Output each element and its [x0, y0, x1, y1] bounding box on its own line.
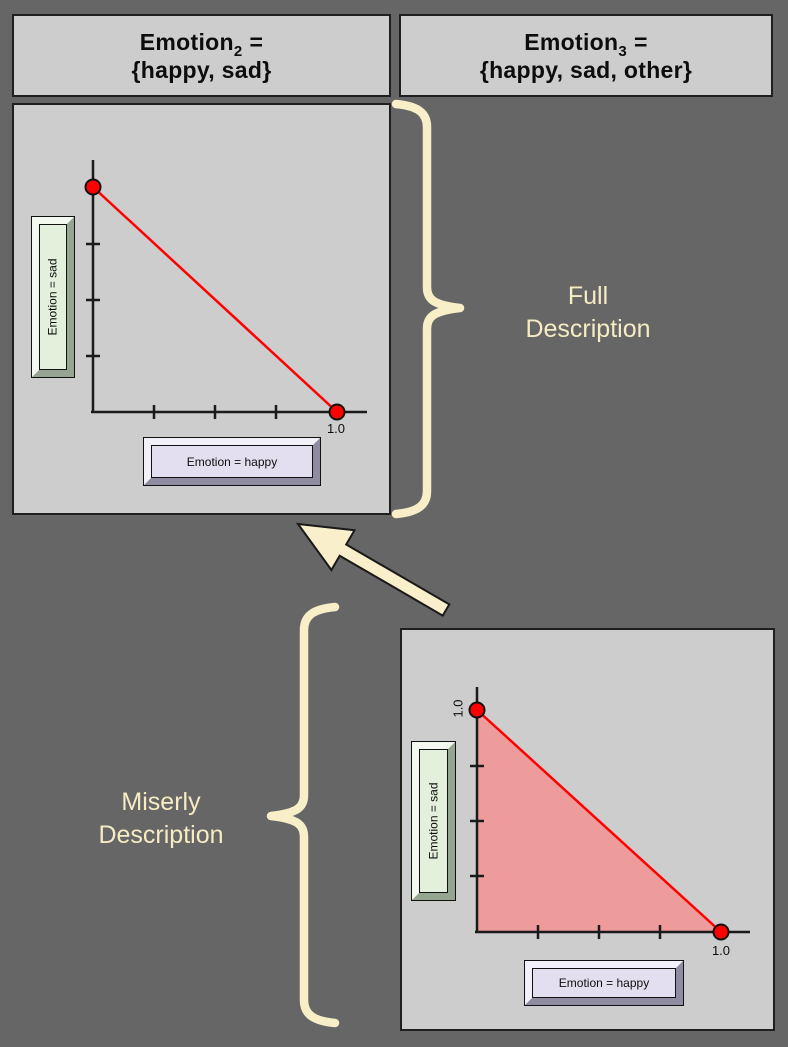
- header-emotion2-line1: Emotion2 =: [139, 28, 264, 59]
- header-emotion2-subscript: 2: [233, 42, 243, 60]
- header-emotion3-subscript: 3: [618, 42, 627, 60]
- full-plot-y-axis-label-box: Emotion = sad: [31, 216, 75, 378]
- full-plot-y-axis-label: Emotion = sad: [46, 258, 61, 336]
- header-emotion3-line1: Emotion3 =: [524, 28, 648, 59]
- miserly-plot-y-axis-label: Emotion = sad: [426, 782, 441, 860]
- full-plot: [84, 160, 367, 421]
- miserly-description-label: Miserly Description: [98, 788, 224, 849]
- header-emotion2: Emotion2 = {happy, sad}: [12, 14, 391, 97]
- header-emotion2-set: {happy, sad}: [131, 56, 272, 83]
- full-plot-point-happy-1: [328, 403, 346, 421]
- full-plot-point-sad-1: [84, 178, 102, 196]
- full-plot-y-ticks: [86, 242, 100, 358]
- miserly-plot-y-max-label: 1.0: [450, 698, 466, 718]
- panel-full-description-plot: 1.0 Emotion = sad Emotion = happy: [12, 103, 391, 515]
- miserly-to-full-arrow-icon: [295, 522, 451, 617]
- header-emotion2-word: Emotion: [139, 28, 234, 55]
- header-emotion2-equals: =: [249, 28, 264, 55]
- miserly-plot-point-sad-1: [468, 701, 486, 719]
- header-emotion3-equals: =: [634, 28, 648, 55]
- header-emotion3-word: Emotion: [524, 28, 619, 55]
- miserly-plot-x-max-label: 1.0: [711, 943, 731, 958]
- miserly-plot-y-axis-label-box: Emotion = sad: [411, 741, 456, 901]
- miserly-plot: [468, 687, 750, 941]
- miserly-plot-y-ticks: [470, 764, 484, 878]
- miserly-plot-x-ticks: [536, 925, 662, 939]
- full-plot-x-axis-label-box: Emotion = happy: [143, 437, 321, 486]
- full-plot-x-ticks: [152, 405, 278, 419]
- miserly-plot-point-happy-1: [712, 923, 730, 941]
- full-plot-x-axis-label: Emotion = happy: [186, 454, 278, 469]
- full-description-label: Full Description: [525, 282, 651, 343]
- header-emotion3: Emotion3 = {happy, sad, other}: [399, 14, 773, 97]
- full-description-brace-icon: [391, 99, 465, 519]
- miserly-plot-simplex-line: [476, 709, 722, 933]
- header-emotion3-set: {happy, sad, other}: [479, 56, 693, 83]
- miserly-plot-x-axis-label-box: Emotion = happy: [524, 960, 684, 1006]
- full-plot-simplex-line: [92, 186, 338, 413]
- full-plot-x-max-label: 1.0: [326, 421, 346, 436]
- panel-miserly-description-plot: 1.0 1.0 Emotion = sad Emotion = happy: [400, 628, 775, 1031]
- miserly-plot-x-axis-label: Emotion = happy: [558, 976, 650, 990]
